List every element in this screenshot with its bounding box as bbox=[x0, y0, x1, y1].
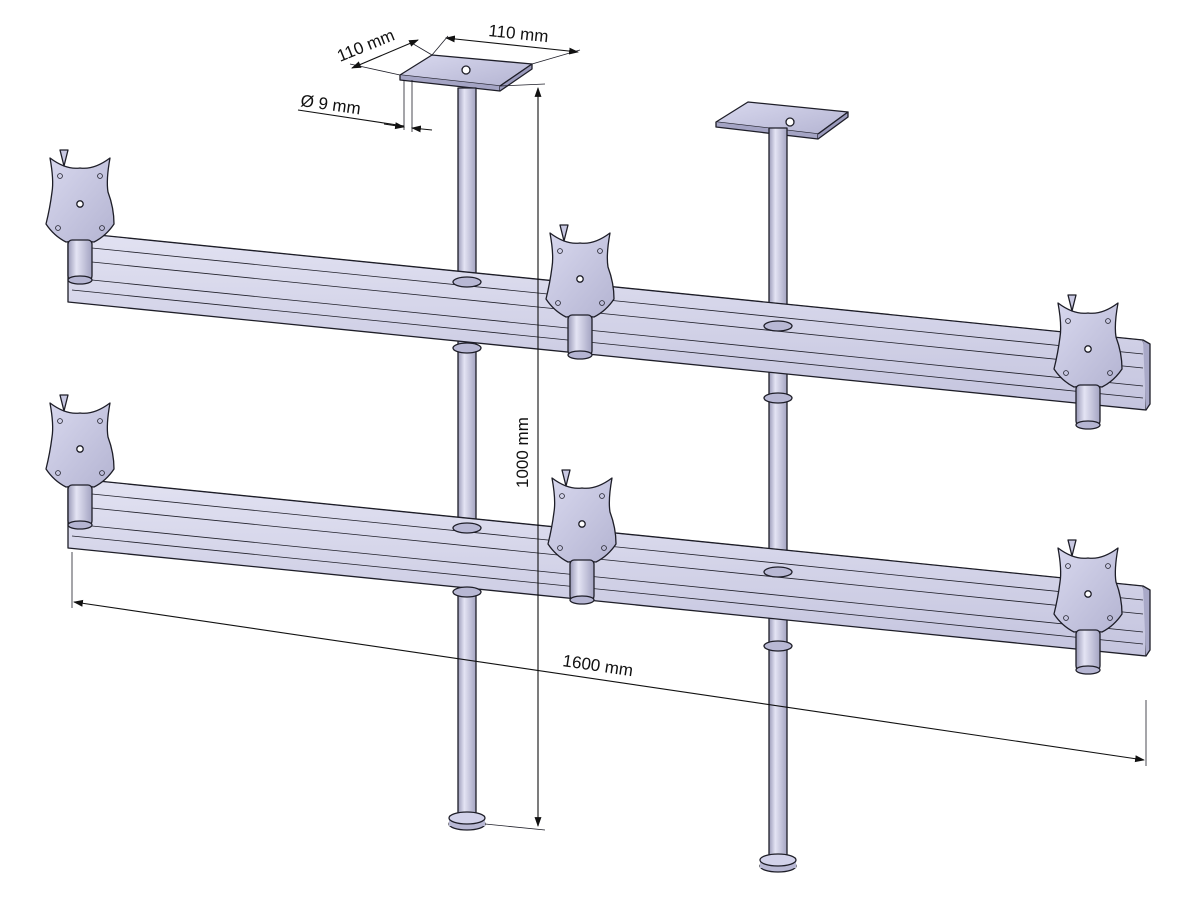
vesa-mount-lower-right bbox=[1053, 539, 1123, 675]
pole-diameter-dimension: Ø 9 mm bbox=[297, 80, 433, 133]
pole-diameter-label: Ø 9 mm bbox=[299, 91, 362, 118]
upper-rail bbox=[67, 231, 1151, 411]
height-dimension: 1000 mm bbox=[484, 83, 546, 831]
vesa-mount-upper-right bbox=[1053, 294, 1123, 430]
plate-depth-label: 110 mm bbox=[334, 26, 397, 66]
height-label: 1000 mm bbox=[513, 417, 532, 488]
right-pole bbox=[715, 101, 849, 873]
plate-width-label: 110 mm bbox=[488, 21, 550, 46]
